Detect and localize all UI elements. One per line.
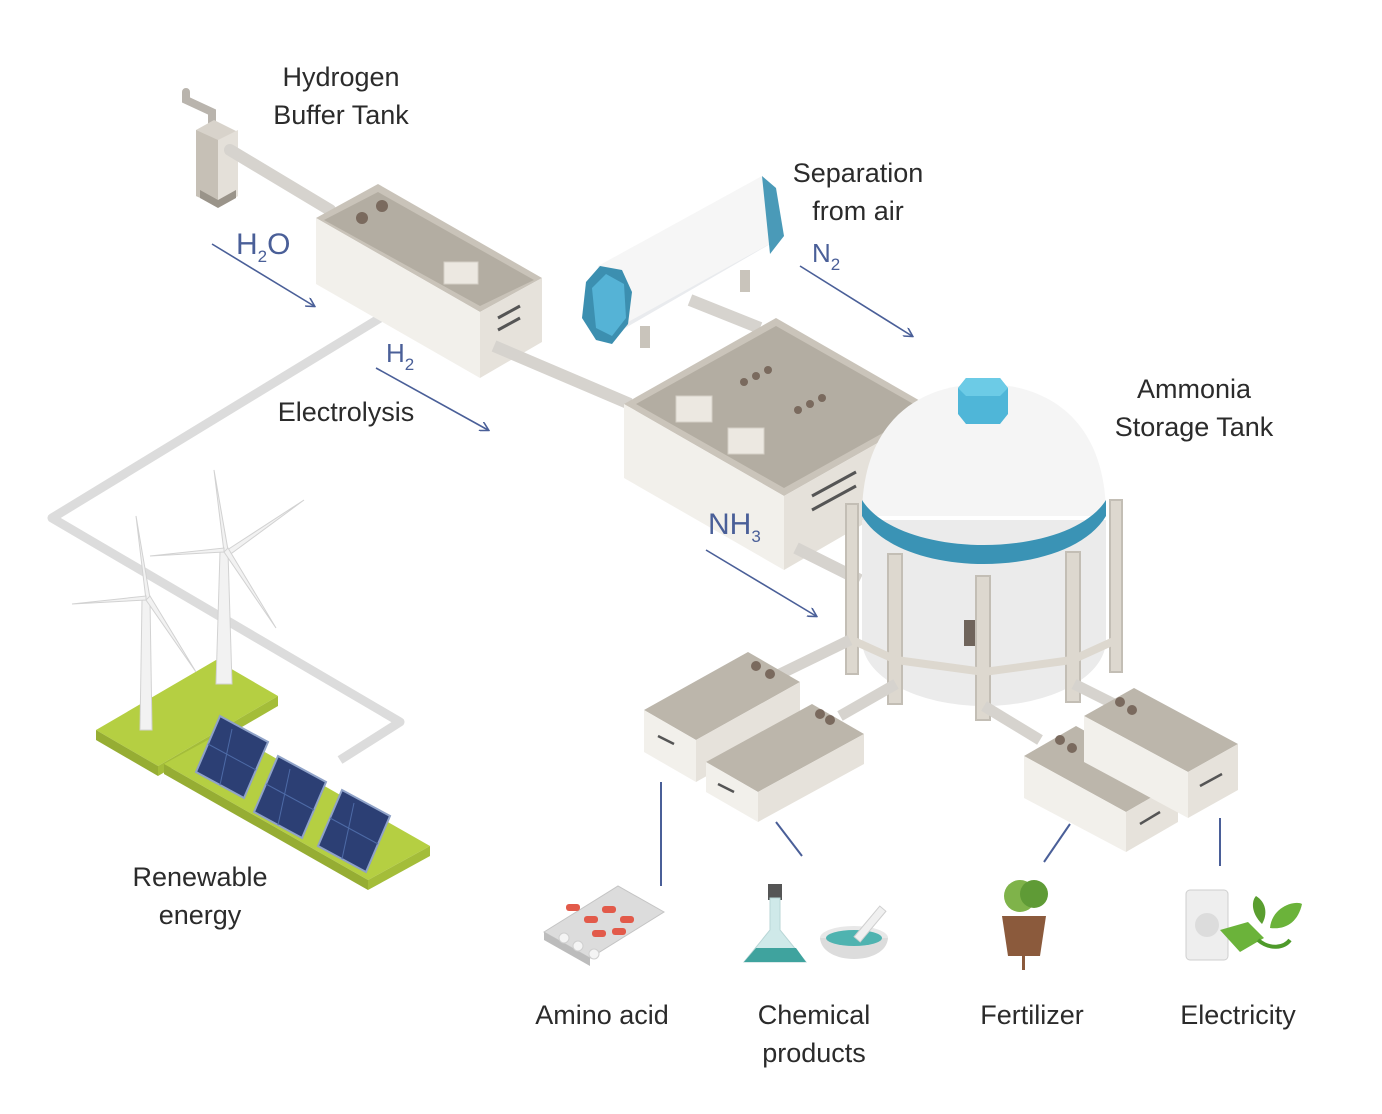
ammonia-storage-tank xyxy=(845,378,1123,721)
solar-panel-icon xyxy=(194,714,392,874)
flow-arrows xyxy=(211,243,912,616)
separation-label-line1: Separation xyxy=(792,158,924,188)
chemical-products-label: Chemical products xyxy=(724,996,904,1072)
electrolysis-unit xyxy=(316,184,542,378)
electricity-label: Electricity xyxy=(1180,1000,1296,1030)
fertilizer-label: Fertilizer xyxy=(980,1000,1084,1030)
hydrogen-label-line1: Hydrogen xyxy=(282,62,400,92)
n2-label: N2 xyxy=(812,238,841,274)
ammonia-tank-label: Ammonia Storage Tank xyxy=(1084,370,1304,446)
renewable-label-line2: energy xyxy=(158,900,242,930)
plant-chemical xyxy=(706,704,864,822)
mortar-icon xyxy=(820,905,888,959)
hydrogen-label-line2: Buffer Tank xyxy=(273,100,409,130)
separation-label: Separation from air xyxy=(770,154,946,230)
electrolysis-label: Electrolysis xyxy=(277,397,415,427)
separation-label-line2: from air xyxy=(812,196,904,226)
plug-icon xyxy=(1185,889,1302,961)
flask-icon xyxy=(742,884,808,963)
air-separation-unit xyxy=(582,176,784,348)
h2o-label: H2O xyxy=(236,228,291,267)
ammonia-synthesis-unit xyxy=(624,318,936,570)
wind-turbine-icon xyxy=(71,469,305,731)
renewable-label-line1: Renewable xyxy=(132,862,268,892)
pipe-h2-buffer xyxy=(224,144,336,216)
plant-electricity xyxy=(1084,688,1238,818)
hydrogen-buffer-tank-label: Hydrogen Buffer Tank xyxy=(246,58,436,134)
nh3-label: NH3 xyxy=(708,508,761,547)
h2-label: H2 xyxy=(386,338,415,374)
renewable-energy-label: Renewable energy xyxy=(110,858,290,934)
ammonia-label-line2: Storage Tank xyxy=(1114,412,1274,442)
ammonia-label-line1: Ammonia xyxy=(1136,374,1252,404)
chemical-label-line1: Chemical xyxy=(757,1000,871,1030)
product-connectors xyxy=(660,782,1221,886)
amino-acid-label: Amino acid xyxy=(535,1000,669,1030)
pipe-h2-synthesis xyxy=(491,294,763,410)
fertilizer-plant-icon xyxy=(1002,880,1048,970)
pill-blister-icon xyxy=(543,885,665,966)
chemical-label-line2: products xyxy=(762,1038,866,1068)
